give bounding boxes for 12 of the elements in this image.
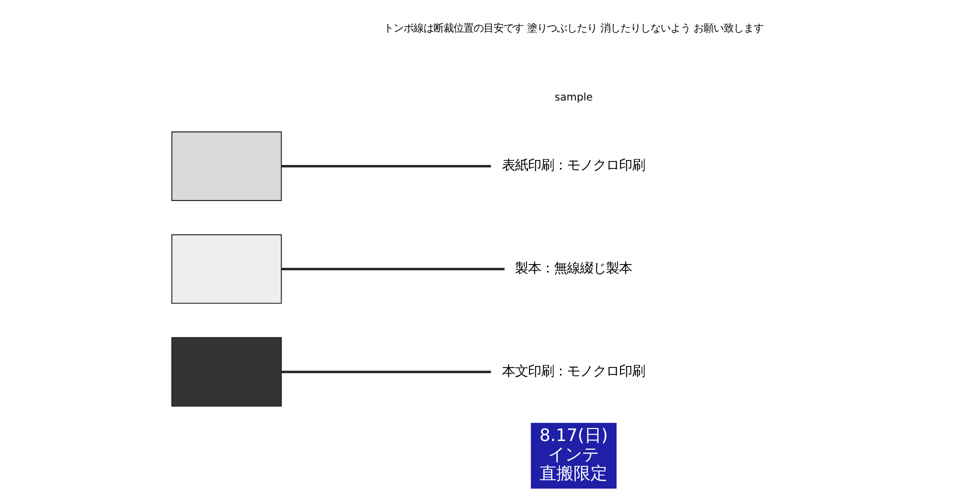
connector	[281, 268, 505, 270]
node-text: 製本：無線綴じ製本	[515, 262, 632, 277]
node-text: 表紙印刷：モノクロ印刷	[502, 158, 646, 174]
connector	[281, 165, 491, 168]
node-text: 本文印刷：モノクロ印刷	[502, 364, 646, 380]
node-box	[171, 131, 282, 201]
connector	[281, 370, 491, 374]
node-box: 8.17(日) インテ 直搬限定	[530, 422, 617, 489]
node-box	[171, 234, 282, 304]
node-box	[171, 337, 282, 407]
label: sample	[554, 91, 593, 104]
label: トンボ線は断裁位置の目安です 塗りつぶしたり 消したりしないよう お願い致します	[384, 22, 764, 35]
